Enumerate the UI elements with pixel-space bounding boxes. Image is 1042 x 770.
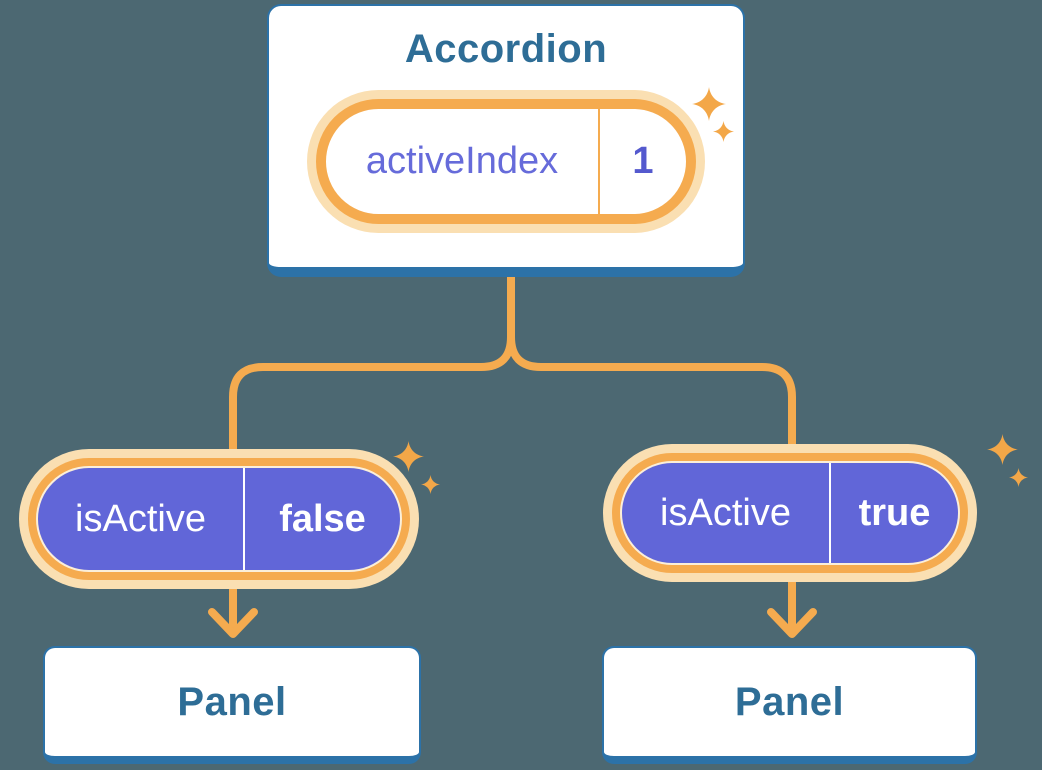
prop-pill-divider — [243, 468, 245, 570]
branch-line-left — [229, 277, 515, 460]
panel-component-box-right: Panel — [602, 646, 977, 764]
accordion-component-box: Accordion activeIndex 1 — [267, 4, 745, 277]
panel-title: Panel — [177, 680, 287, 724]
sparkle-icon — [1009, 468, 1028, 487]
prop-pill-isactive-true: isActive true — [622, 463, 958, 563]
sparkle-icon — [421, 475, 440, 494]
accordion-title: Accordion — [404, 27, 608, 71]
branch-line-right — [507, 277, 796, 452]
state-pill-divider — [598, 109, 600, 214]
sparkle-icon — [713, 121, 734, 142]
panel-component-box-left: Panel — [43, 646, 421, 764]
sparkle-icon — [692, 87, 726, 121]
prop-name: isActive — [660, 491, 791, 534]
state-value: 1 — [632, 140, 654, 182]
state-pill: activeIndex 1 — [316, 99, 696, 224]
sparkle-icon — [393, 441, 424, 472]
state-name: activeIndex — [365, 140, 559, 182]
sparkle-icon — [987, 434, 1018, 465]
prop-value: true — [858, 491, 931, 534]
arrow-left-head — [208, 608, 258, 638]
panel-title: Panel — [734, 680, 845, 724]
prop-value: false — [279, 497, 366, 540]
arrow-right-head — [767, 608, 817, 638]
prop-name: isActive — [75, 497, 206, 540]
prop-pill-isactive-false: isActive false — [38, 468, 400, 570]
prop-pill-divider — [829, 463, 831, 563]
